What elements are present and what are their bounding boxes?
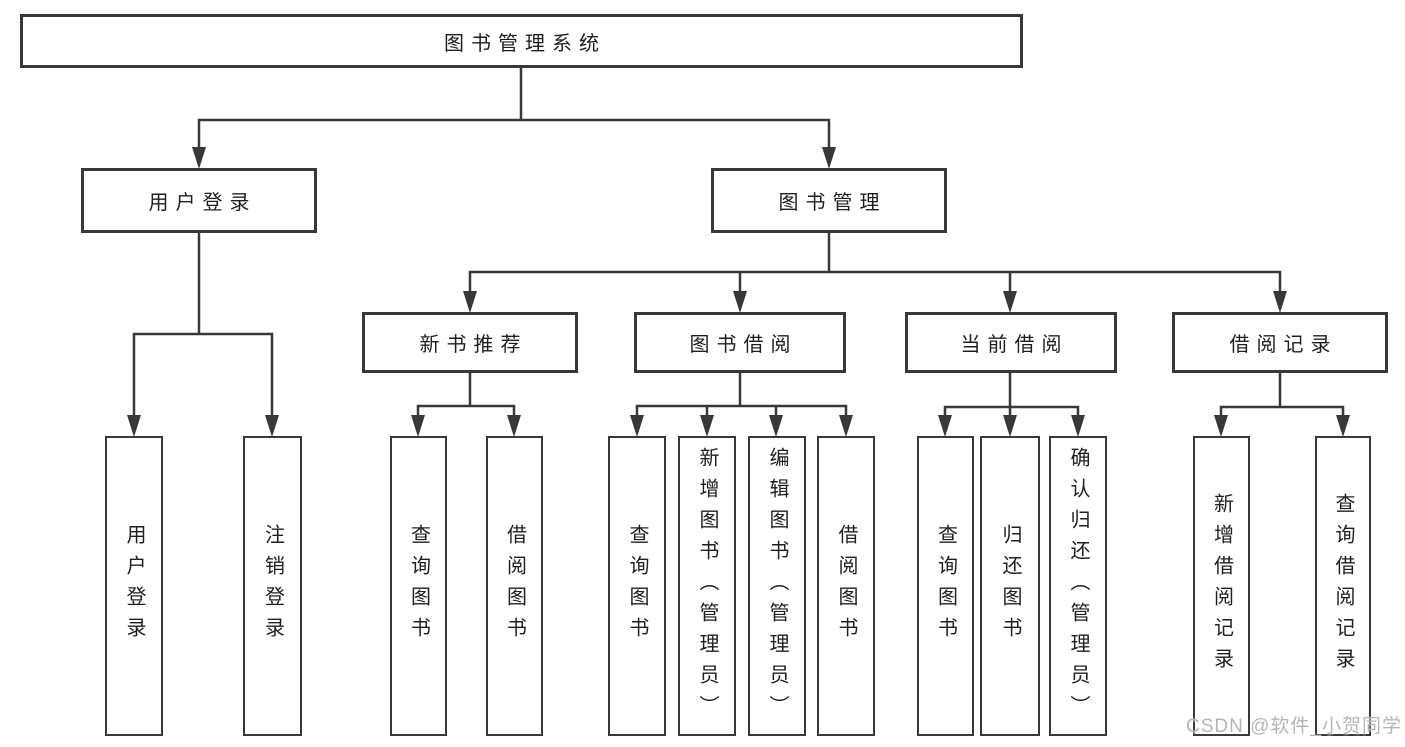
leaf-add-borrow-record: 新增借阅记录 <box>1193 436 1250 736</box>
node-new-book-recommendation: 新书推荐 <box>362 312 578 373</box>
leaf-label: 查询图书 <box>934 524 957 648</box>
arrow-icon <box>630 415 644 437</box>
leaf-borrow-books: 借阅图书 <box>817 436 875 736</box>
leaf-logout: 注销登录 <box>243 436 302 736</box>
node-book-management: 图书管理 <box>711 168 947 233</box>
arrow-icon <box>938 415 952 437</box>
arrow-icon <box>822 147 836 169</box>
arrow-icon <box>839 415 853 437</box>
leaf-query-books-borrowing: 查询图书 <box>608 436 666 736</box>
leaf-label: 查询图书 <box>626 524 648 648</box>
leaf-query-books-recommend: 查询图书 <box>390 436 447 736</box>
leaf-edit-books-admin: 编辑图书（管理员） <box>748 436 806 736</box>
csdn-watermark: CSDN @软件_小贺同学 <box>1186 716 1402 737</box>
arrow-icon <box>700 415 714 437</box>
leaf-label: 新增借阅记录 <box>1210 493 1233 679</box>
arrow-icon <box>733 291 747 313</box>
leaf-borrow-books-recommend: 借阅图书 <box>486 436 543 736</box>
arrow-icon <box>192 147 206 169</box>
leaf-label: 注销登录 <box>261 524 284 648</box>
node-book-borrowing: 图书借阅 <box>634 312 846 373</box>
arrow-icon <box>463 291 477 313</box>
arrow-icon <box>1003 415 1017 437</box>
leaf-label: 新增图书（管理员） <box>696 446 718 726</box>
leaf-label: 查询借阅记录 <box>1332 493 1354 679</box>
leaf-label: 借阅图书 <box>503 524 526 648</box>
leaf-confirm-return-admin: 确认归还（管理员） <box>1049 436 1107 736</box>
arrow-icon <box>507 415 521 437</box>
arrow-icon <box>265 415 279 437</box>
arrow-icon <box>1071 415 1085 437</box>
leaf-return-books: 归还图书 <box>980 436 1040 736</box>
arrow-icon <box>1273 291 1287 313</box>
tree-edges <box>132 66 1345 419</box>
arrow-icon <box>1336 415 1350 437</box>
leaf-label: 借阅图书 <box>835 524 857 648</box>
leaf-label: 确认归还（管理员） <box>1067 446 1089 726</box>
arrowheads <box>127 147 1350 437</box>
leaf-query-books-current: 查询图书 <box>917 436 974 736</box>
arrow-icon <box>1003 291 1017 313</box>
node-user-login: 用户登录 <box>81 168 317 233</box>
leaf-add-books-admin: 新增图书（管理员） <box>678 436 736 736</box>
arrow-icon <box>769 415 783 437</box>
arrow-icon <box>1214 415 1228 437</box>
leaf-label: 查询图书 <box>407 524 430 648</box>
arrow-icon <box>127 415 141 437</box>
leaf-query-borrow-record: 查询借阅记录 <box>1315 436 1371 736</box>
leaf-label: 编辑图书（管理员） <box>766 446 788 726</box>
node-current-borrowing: 当前借阅 <box>905 312 1117 373</box>
node-library-management-system: 图书管理系统 <box>20 14 1023 68</box>
leaf-label: 用户登录 <box>123 524 145 648</box>
leaf-label: 归还图书 <box>999 524 1021 648</box>
leaf-user-login: 用户登录 <box>105 436 163 736</box>
arrow-icon <box>411 415 425 437</box>
node-borrowing-records: 借阅记录 <box>1172 312 1388 373</box>
